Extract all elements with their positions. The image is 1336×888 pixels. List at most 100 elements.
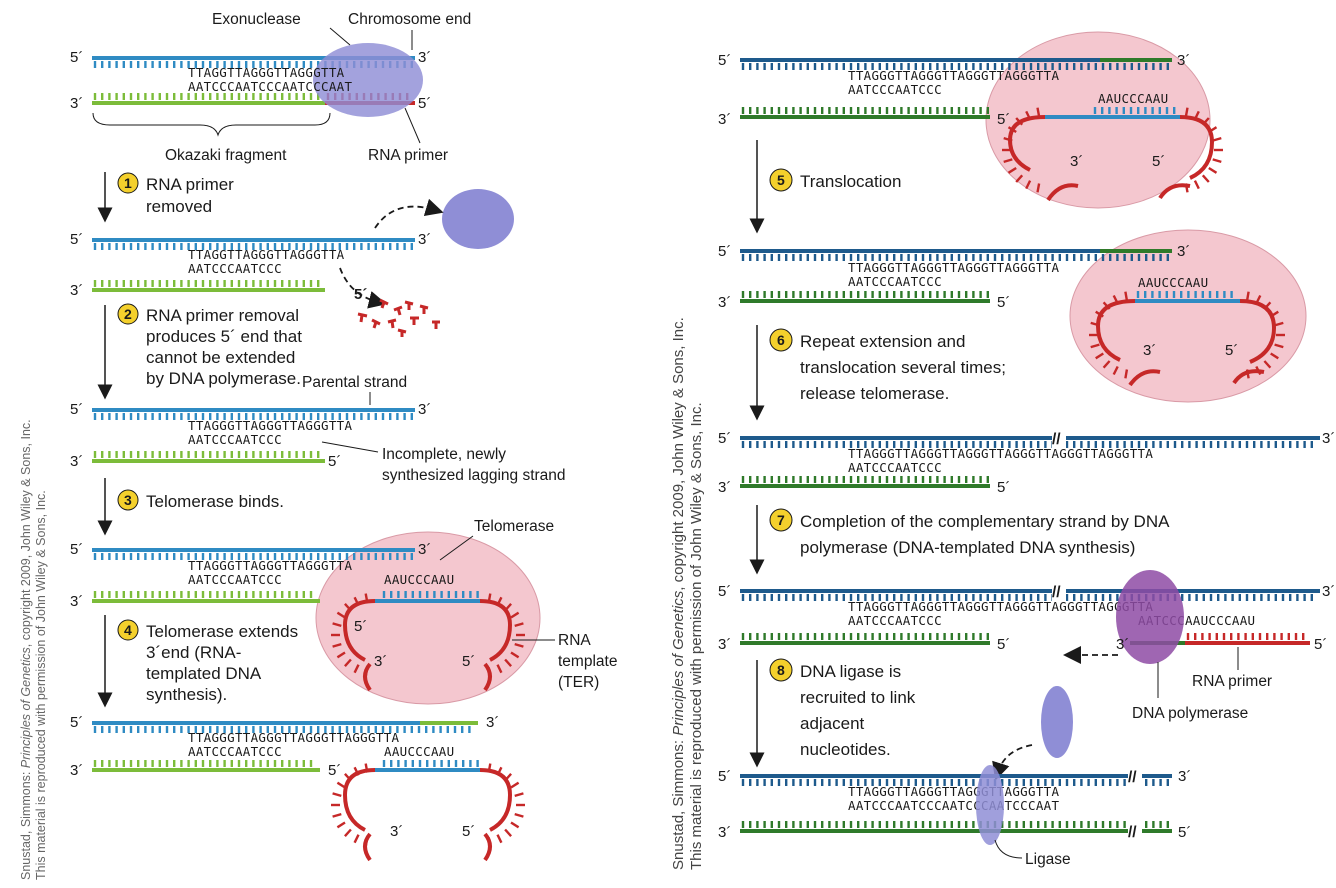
rna-tick xyxy=(487,593,492,603)
seq-bottom: AATCCCAATCCCAATCCCAATCCCAAT xyxy=(848,798,1059,813)
template-loop xyxy=(1046,183,1079,202)
rna-tick xyxy=(1255,294,1262,305)
step-text: Completion of the complementary strand b… xyxy=(800,512,1170,531)
rna-tick xyxy=(1090,343,1100,349)
leader-line xyxy=(321,441,379,453)
prime-3: 3´ xyxy=(374,653,387,670)
template-hairs-left xyxy=(1089,291,1129,379)
step-text: Telomerase extends xyxy=(146,622,298,641)
step-text: Translocation xyxy=(800,172,901,191)
prime-3: 3´ xyxy=(1322,583,1335,600)
step-text: translocation several times; xyxy=(800,358,1006,377)
step-number: 6 xyxy=(777,332,785,348)
label-rna-template: RNA xyxy=(558,632,591,649)
prime-5: 5´ xyxy=(1225,342,1238,359)
rna-tick xyxy=(1015,117,1024,126)
rna-tick xyxy=(496,834,503,844)
rna-tick xyxy=(1095,352,1104,360)
prime-5: 5´ xyxy=(70,714,83,731)
prime-5: 5´ xyxy=(997,636,1010,653)
rna-tick xyxy=(336,821,346,829)
step-3: 3 Telomerase binds. xyxy=(97,478,284,536)
rna-tick xyxy=(336,611,346,619)
break-mark: // xyxy=(1128,769,1137,786)
prime-5: 5´ xyxy=(718,583,731,600)
prime-5: 5´ xyxy=(462,653,475,670)
rna-tick xyxy=(1025,180,1032,190)
rna-tick xyxy=(1208,166,1218,174)
rna-tick xyxy=(332,622,342,628)
rna-tick xyxy=(1036,183,1041,193)
prime-3: 3´ xyxy=(70,762,83,779)
parental-ticks xyxy=(741,254,1170,261)
rna-tick xyxy=(487,763,492,773)
prime-5: 5´ xyxy=(70,231,83,248)
strand-break xyxy=(1052,428,1066,450)
lagging-ticks xyxy=(741,291,989,298)
step-text: cannot be extended xyxy=(146,348,295,367)
prime-5: 5´ xyxy=(328,453,341,470)
prime-3: 3´ xyxy=(1322,430,1335,447)
lagging-ticks xyxy=(93,93,320,100)
rna-tick xyxy=(1003,158,1013,164)
prime-3: 3´ xyxy=(70,282,83,299)
rna-template-seq: AAUCCCAAU xyxy=(1138,275,1208,290)
prime-3: 3´ xyxy=(1177,52,1190,69)
step-badge xyxy=(117,303,139,325)
rna-tick xyxy=(1102,360,1111,369)
rna-tick xyxy=(1193,180,1200,190)
template-loop xyxy=(483,832,492,862)
rna-template-seq: AAUCCCAAU xyxy=(1098,91,1168,106)
rna-tick xyxy=(1025,110,1032,120)
template-hairs-left xyxy=(331,593,369,677)
label-ligase: Ligase xyxy=(1025,851,1071,868)
credit-line-1: Snustad, Simmons: Principles of Genetics… xyxy=(670,317,687,870)
lagging-ticks xyxy=(741,821,1170,828)
prime-3: 3´ xyxy=(1116,636,1129,653)
diagram-6-translocated: TTAGGGTTAGGGTTAGGGTTAGGGTTA AATCCCAATCCC… xyxy=(718,229,1307,403)
parental-ticks xyxy=(93,243,413,250)
rna-tick xyxy=(1015,174,1024,183)
ligase-recruit-arrow xyxy=(992,744,1033,781)
seq-top: TTAGGGTTAGGGTTAGGGTTAGGGTTA xyxy=(848,68,1059,83)
seq-bottom: AATCCCAATCCC xyxy=(188,261,282,276)
rna-template-left xyxy=(342,768,376,832)
step-number: 7 xyxy=(777,512,785,528)
released-exonuclease xyxy=(442,189,514,249)
rna-tick xyxy=(514,792,524,798)
dna-polymerase-enzyme xyxy=(1116,570,1184,664)
rna-tick xyxy=(514,812,524,818)
template-loop xyxy=(1232,369,1265,385)
rna-tick xyxy=(1212,158,1222,164)
step-text: Repeat extension and xyxy=(800,332,965,351)
rna-tick xyxy=(1184,107,1189,117)
step-number: 2 xyxy=(124,306,132,322)
seq-top: TTAGGTTAGGGTTAGGGTTA xyxy=(188,65,345,80)
label-rna-primer-right: RNA primer xyxy=(1192,673,1272,690)
step-text: RNA primer removal xyxy=(146,306,299,325)
step-7: 7 Completion of the complementary strand… xyxy=(749,505,1170,575)
step-8: 8 DNA ligase is recruited to link adjace… xyxy=(749,658,916,768)
rna-tick xyxy=(1201,117,1210,126)
rna-tick xyxy=(1212,136,1222,142)
prime-5: 5´ xyxy=(718,768,731,785)
lagging-ticks xyxy=(93,280,320,287)
template-ticks xyxy=(1136,291,1233,298)
rna-tick xyxy=(1095,310,1104,318)
template-hairs-right xyxy=(487,763,525,847)
step-text: Telomerase binds. xyxy=(146,492,284,511)
rna-tick xyxy=(1112,294,1119,305)
prime-5: 5´ xyxy=(1152,153,1165,170)
step-text: adjacent xyxy=(800,714,865,733)
step-5: 5 Translocation xyxy=(749,140,901,234)
rna-tick xyxy=(496,766,503,776)
prime-5: 5´ xyxy=(462,823,475,840)
right-credit: Snustad, Simmons: Principles of Genetics… xyxy=(670,317,705,870)
degrade-arrow xyxy=(339,267,387,309)
step-number: 4 xyxy=(124,622,132,638)
seq-top: TTAGGTTAGGGTTAGGGTTA xyxy=(188,247,345,262)
seq-top: TTAGGGTTAGGGTTAGGGTTAGGGTTA xyxy=(188,730,399,745)
rna-tick xyxy=(1193,110,1200,120)
rna-tick xyxy=(1208,126,1218,134)
label-incomplete: synthesized lagging strand xyxy=(382,467,566,484)
